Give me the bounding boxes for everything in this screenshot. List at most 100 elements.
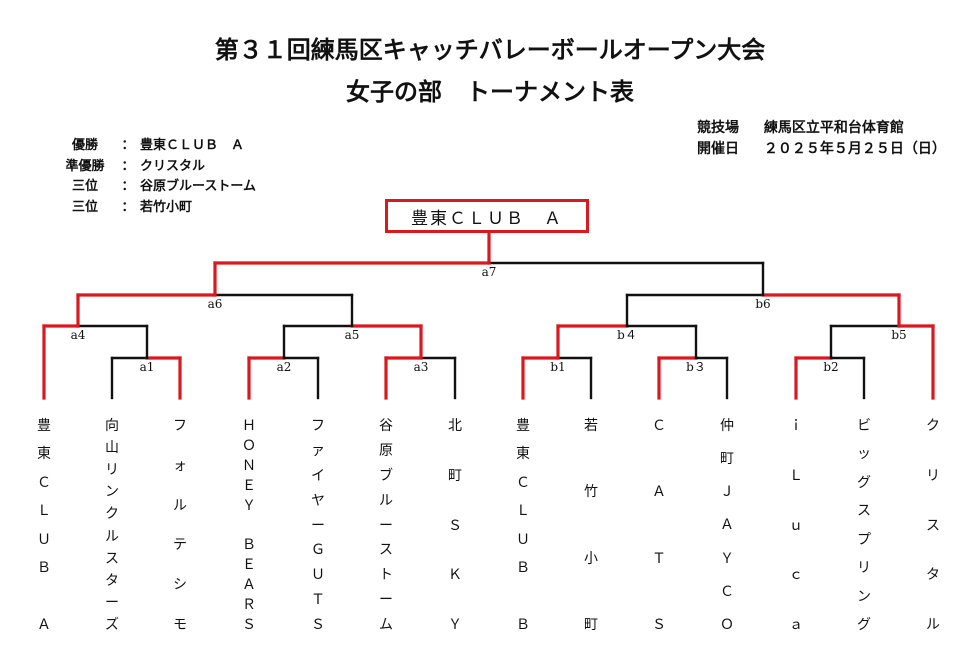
team-name: 谷原ブルーストーム bbox=[371, 418, 401, 633]
team-name-char: グ bbox=[857, 474, 871, 491]
team-name-char: Ｊ bbox=[720, 484, 734, 501]
team-name-char: Ｌ bbox=[37, 503, 51, 520]
date-value: ２０２５年５月２５日（日） bbox=[763, 141, 946, 157]
team-name: ビッグスプリング bbox=[849, 418, 879, 633]
team-name-char: 豊 bbox=[37, 418, 51, 434]
team-name-char: Ｏ bbox=[242, 437, 256, 454]
team-name-char: 東 bbox=[516, 446, 530, 463]
team-name-char: ー bbox=[379, 592, 393, 609]
match-label-b6: b6 bbox=[755, 297, 771, 311]
team-name-char: ス bbox=[105, 550, 119, 567]
team-name-char: 原 bbox=[379, 442, 393, 459]
team-name-char: Ａ bbox=[242, 577, 256, 594]
match-label-b2: b2 bbox=[823, 360, 839, 374]
team-name: 若竹小町 bbox=[576, 418, 606, 633]
team-name-char: 町 bbox=[584, 616, 598, 633]
team-name-char: Ｂ bbox=[516, 560, 530, 577]
team-name-char: ォ bbox=[173, 457, 187, 474]
team-name-char: タ bbox=[105, 572, 119, 589]
team-name-char: ヤ bbox=[311, 492, 325, 509]
team-name-char: ル bbox=[926, 617, 940, 633]
team-name-char: 若 bbox=[584, 418, 598, 434]
page-subtitle: 女子の部 トーナメント表 bbox=[346, 77, 634, 106]
team-name-char bbox=[521, 589, 525, 605]
team-name-char: Ｏ bbox=[720, 616, 734, 633]
team-name-char: タ bbox=[926, 567, 940, 584]
team-name-char: ー bbox=[379, 517, 393, 534]
team-name-char: ー bbox=[311, 517, 325, 534]
result-separator: ： bbox=[121, 199, 135, 215]
date-label: 開催日 bbox=[697, 141, 739, 157]
result-row: 優勝：豊東ＣＬＵＢ Ａ bbox=[54, 136, 256, 157]
venue-label: 競技場 bbox=[697, 120, 739, 136]
result-separator: ： bbox=[121, 138, 135, 153]
result-team: クリスタル bbox=[140, 158, 206, 174]
team-name: クリスタル bbox=[918, 418, 948, 633]
match-label-b1: b1 bbox=[550, 360, 566, 374]
team-name-char: Ｃ bbox=[652, 418, 666, 434]
team-name-char: 町 bbox=[448, 467, 462, 484]
team-name-char: Ｓ bbox=[652, 616, 666, 633]
team-name-char: ル bbox=[173, 497, 187, 514]
team-name-char: Ｅ bbox=[242, 477, 256, 494]
team-name-char: ス bbox=[926, 517, 940, 534]
team-name-char: Ｙ bbox=[448, 617, 462, 633]
team-name-char: シ bbox=[173, 577, 187, 594]
team-name-char: ル bbox=[105, 528, 119, 545]
match-label-a2: a2 bbox=[276, 360, 292, 374]
team-name-char: Ｈ bbox=[242, 418, 256, 434]
team-name-char: ズ bbox=[105, 616, 119, 633]
team-name-char: 町 bbox=[720, 451, 734, 468]
team-name-char: Ａ bbox=[720, 517, 734, 534]
team-name-char bbox=[42, 589, 46, 605]
team-name-char: ン bbox=[105, 484, 119, 501]
team-name-char: Ｕ bbox=[37, 531, 51, 548]
team-name-char: ス bbox=[857, 503, 871, 520]
result-team: 若竹小町 bbox=[140, 199, 193, 215]
match-label-b5: b5 bbox=[891, 328, 907, 342]
match-label-a7: a7 bbox=[481, 265, 497, 279]
team-name-char: グ bbox=[857, 616, 871, 633]
team-name-char: ッ bbox=[857, 446, 871, 463]
result-row: 準優勝 ： クリスタル bbox=[54, 157, 256, 178]
team-name-char: リ bbox=[105, 462, 119, 479]
team-name-char: 豊 bbox=[516, 418, 530, 434]
team-name-char: リ bbox=[926, 467, 940, 484]
results-list: 優勝：豊東ＣＬＵＢ Ａ 準優勝：クリスタル 三位：谷原ブルーストーム 三位：若竹… bbox=[54, 136, 256, 218]
team-name-char: Ｔ bbox=[652, 550, 666, 567]
team-name-char: ｃ bbox=[789, 567, 803, 584]
result-rank: 準優勝 bbox=[65, 158, 105, 174]
match-label-a3: a3 bbox=[413, 360, 429, 374]
team-name-char: Ｒ bbox=[242, 597, 256, 614]
team-name-char: Ｂ bbox=[242, 537, 256, 554]
team-name-char: ｕ bbox=[789, 517, 803, 534]
result-rank: 優勝 bbox=[71, 138, 98, 153]
team-name-char: Ａ bbox=[37, 616, 51, 633]
team-name-char: ａ bbox=[789, 617, 803, 633]
team-name-char: 山 bbox=[105, 440, 119, 457]
team-name-char: ブ bbox=[379, 467, 393, 484]
team-name-char: Ｎ bbox=[242, 457, 256, 474]
team-name-char: ム bbox=[379, 617, 393, 633]
team-name-char: ン bbox=[857, 588, 871, 605]
team-name-char: テ bbox=[173, 537, 187, 554]
result-separator: ： bbox=[121, 158, 135, 174]
team-name-char: 小 bbox=[584, 550, 598, 567]
team-name-char: ル bbox=[379, 492, 393, 509]
team-name-char: 北 bbox=[448, 418, 462, 434]
result-rank: 三位 bbox=[71, 179, 98, 194]
team-name-char: 東 bbox=[37, 446, 51, 463]
match-label-a1: a1 bbox=[139, 360, 155, 374]
result-team: 谷原ブルーストーム bbox=[140, 179, 256, 194]
team-name-char: Ｃ bbox=[37, 474, 51, 491]
team-name-char: Ｓ bbox=[448, 517, 462, 534]
team-name-char: Ｓ bbox=[311, 617, 325, 633]
team-name-char: Ｂ bbox=[37, 560, 51, 577]
team-name-char: Ｕ bbox=[311, 567, 325, 584]
team-name-char: 谷 bbox=[379, 418, 393, 434]
date-row: 開催日 ２０２５年５月２５日（日） bbox=[697, 139, 946, 160]
team-name-char: プ bbox=[857, 531, 871, 548]
